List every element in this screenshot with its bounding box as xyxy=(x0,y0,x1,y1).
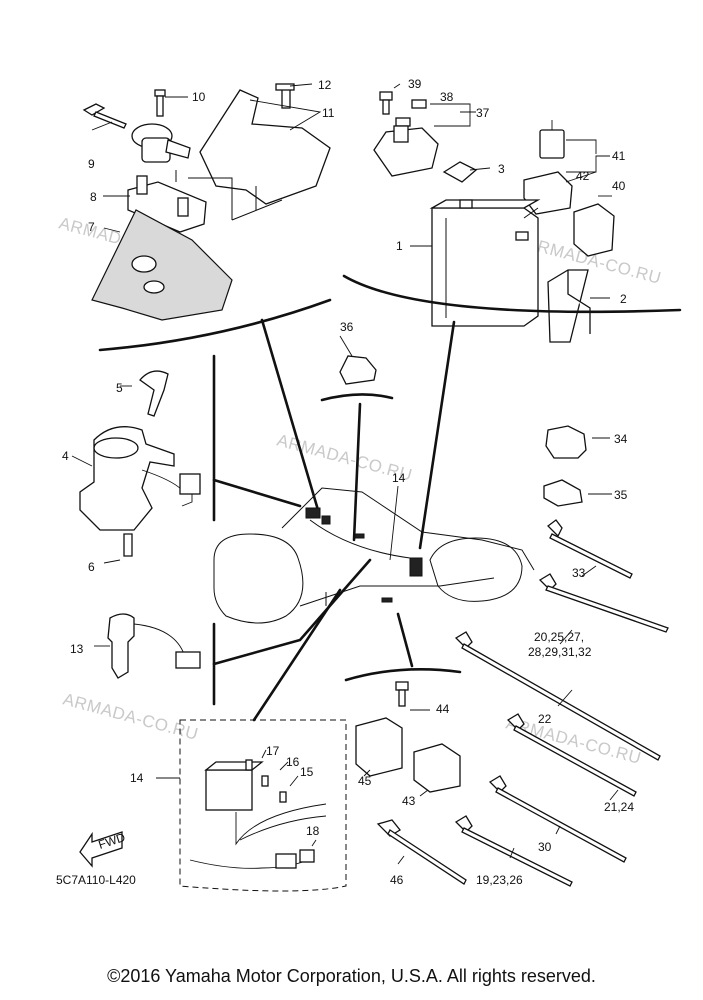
clamp-36 xyxy=(320,335,394,542)
callout-41: 41 xyxy=(612,149,626,163)
main-switch-assembly-top xyxy=(82,83,331,321)
bracket-link-right xyxy=(418,320,456,550)
motorcycle-outline xyxy=(213,485,535,624)
tie-46 xyxy=(376,819,467,885)
callout-37: 37 xyxy=(476,106,490,120)
callout-1: 1 xyxy=(396,239,403,253)
callout-21: 21,24 xyxy=(604,800,634,814)
wire-harness-inset xyxy=(156,588,347,892)
callout-15: 15 xyxy=(300,765,314,779)
callout-13: 13 xyxy=(70,642,84,656)
callout-4: 4 xyxy=(62,449,69,463)
callout-18: 18 xyxy=(306,824,320,838)
callout-8: 8 xyxy=(90,190,97,204)
callout-14: 14 xyxy=(392,471,406,485)
copyright-notice: ©2016 Yamaha Motor Corporation, U.S.A. A… xyxy=(107,966,596,986)
main-switch-assembly-left xyxy=(71,370,201,564)
watermark: ARMADA-CO.RU xyxy=(61,690,200,744)
callout-6: 6 xyxy=(88,560,95,574)
callout-19: 19,23,26 xyxy=(476,873,523,887)
bracket-link-left xyxy=(260,318,320,512)
callout-38: 38 xyxy=(440,90,454,104)
fwd-arrow-icon: FWD xyxy=(79,830,127,868)
callout-11: 11 xyxy=(322,106,335,120)
callout-45: 45 xyxy=(358,774,372,788)
top-left-bracket xyxy=(98,298,332,352)
callout-5: 5 xyxy=(116,381,123,395)
callout-28: 28,29,31,32 xyxy=(528,645,592,659)
left-link xyxy=(212,478,302,508)
callout-14-inset: 14 xyxy=(130,771,144,785)
callout-3: 3 xyxy=(498,162,505,176)
battery-relay-assembly xyxy=(373,83,615,343)
callout-30: 30 xyxy=(538,840,552,854)
diagram-code: 5C7A110-L420 xyxy=(56,873,136,887)
cable-ties-right xyxy=(454,425,669,887)
callout-12: 12 xyxy=(318,78,332,92)
callout-46: 46 xyxy=(390,873,404,887)
callout-42: 42 xyxy=(576,169,590,183)
callout-43: 43 xyxy=(402,794,416,808)
callout-9: 9 xyxy=(88,157,95,171)
callout-22: 22 xyxy=(538,712,552,726)
callout-numbers: 10 12 11 9 8 7 39 38 37 3 41 42 40 1 2 3… xyxy=(56,77,634,887)
sensor-assembly xyxy=(344,612,462,797)
callout-10: 10 xyxy=(192,90,206,104)
callout-7: 7 xyxy=(88,220,95,234)
callout-33: 33 xyxy=(572,566,586,580)
callout-20: 20,25,27, xyxy=(534,630,584,644)
callout-44: 44 xyxy=(436,702,450,716)
callout-34: 34 xyxy=(614,432,628,446)
callout-17: 17 xyxy=(266,744,280,758)
callout-35: 35 xyxy=(614,488,628,502)
neutral-switch-13 xyxy=(94,558,372,706)
callout-40: 40 xyxy=(612,179,626,193)
callout-2: 2 xyxy=(620,292,627,306)
callout-36: 36 xyxy=(340,320,354,334)
callout-16: 16 xyxy=(286,755,300,769)
callout-39: 39 xyxy=(408,77,422,91)
top-right-bracket xyxy=(342,274,682,314)
